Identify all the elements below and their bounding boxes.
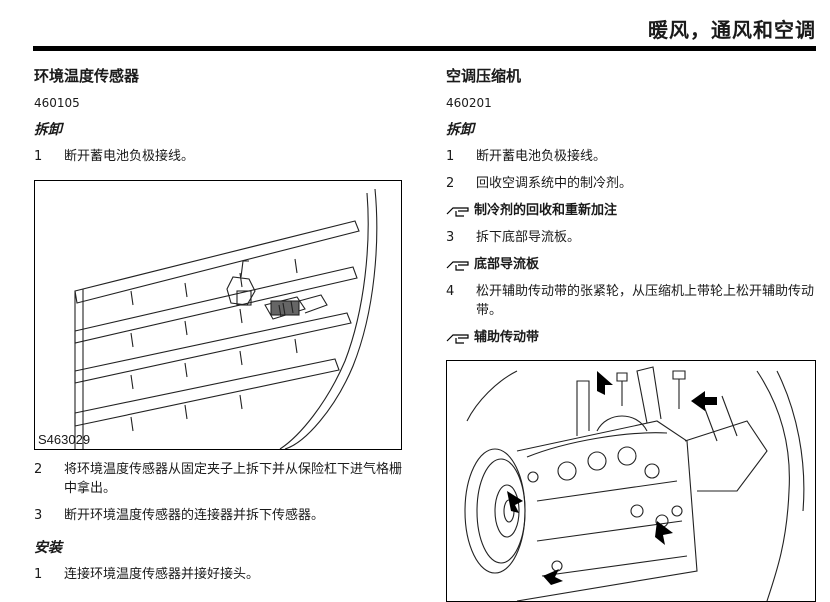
step-text: 松开辅助传动带的张紧轮，从压缩机上带轮上松开辅助传动带。 [476,284,815,318]
right-column: 空调压缩机 460201 拆卸 1 断开蓄电池负极接线。 2 回收空调系统中的制… [446,66,818,602]
reference-text: 制冷剂的回收和重新加注 [474,203,618,218]
arrow-marker [597,371,613,395]
step-item: 1 断开蓄电池负极接线。 [446,147,818,166]
step-item: 2 回收空调系统中的制冷剂。 [446,174,818,193]
section-code: 460201 [446,96,492,110]
step-number: 3 [34,508,43,523]
step-item: 3 断开环境温度传感器的连接器并拆下传感器。 [34,506,406,525]
pointing-hand-icon [446,333,469,344]
reference-link-drive-belt[interactable]: 辅助传动带 [446,328,818,347]
step-text: 拆下底部导流板。 [476,230,581,245]
figure-grille-sensor: S463029 [34,180,402,450]
step-number: 1 [446,149,455,164]
step-item: 2 将环境温度传感器从固定夹子上拆下并从保险杠下进气格栅中拿出。 [34,460,406,498]
grille-illustration [74,188,378,449]
step-text: 连接环境温度传感器并接好接头。 [64,567,260,582]
step-number: 2 [446,176,455,191]
arrow-marker [543,569,563,585]
section-code: 460105 [34,96,80,110]
arrow-marker [655,521,673,545]
step-item: 1 连接环境温度传感器并接好接头。 [34,565,406,584]
step-text: 将环境温度传感器从固定夹子上拆下并从保险杠下进气格栅中拿出。 [64,462,403,496]
removal-heading: 拆卸 [446,122,474,138]
arrow-marker [691,391,717,411]
pointing-hand-icon [446,206,469,217]
step-number: 3 [446,230,455,245]
reference-text: 底部导流板 [474,257,540,272]
step-text: 断开蓄电池负极接线。 [64,149,195,164]
section-title-ambient-sensor: 环境温度传感器 [34,67,140,85]
reference-text: 辅助传动带 [474,330,540,345]
step-item: 4 松开辅助传动带的张紧轮，从压缩机上带轮上松开辅助传动带。 [446,282,818,320]
reference-link-underbody-panel[interactable]: 底部导流板 [446,255,818,274]
step-number: 1 [34,567,43,582]
header-rule [33,46,816,51]
install-heading: 安装 [34,540,62,556]
figure-label: S463029 [38,432,91,447]
page-header-title: 暖风，通风和空调 [648,18,816,42]
figure-compressor [446,360,816,602]
step-text: 回收空调系统中的制冷剂。 [476,176,633,191]
step-text: 断开环境温度传感器的连接器并拆下传感器。 [64,508,325,523]
compressor-illustration [464,366,805,601]
step-number: 2 [34,462,43,477]
pointing-hand-icon [446,260,469,271]
step-item: 3 拆下底部导流板。 [446,228,818,247]
arrow-marker [507,491,523,513]
step-text: 断开蓄电池负极接线。 [476,149,607,164]
section-title-ac-compressor: 空调压缩机 [446,67,522,85]
removal-heading: 拆卸 [34,122,62,138]
reference-link-refrigerant[interactable]: 制冷剂的回收和重新加注 [446,201,818,220]
step-number: 4 [446,284,455,299]
left-column: 环境温度传感器 460105 拆卸 1 断开蓄电池负极接线。 [34,66,406,584]
step-item: 1 断开蓄电池负极接线。 [34,147,406,166]
step-number: 1 [34,149,43,164]
